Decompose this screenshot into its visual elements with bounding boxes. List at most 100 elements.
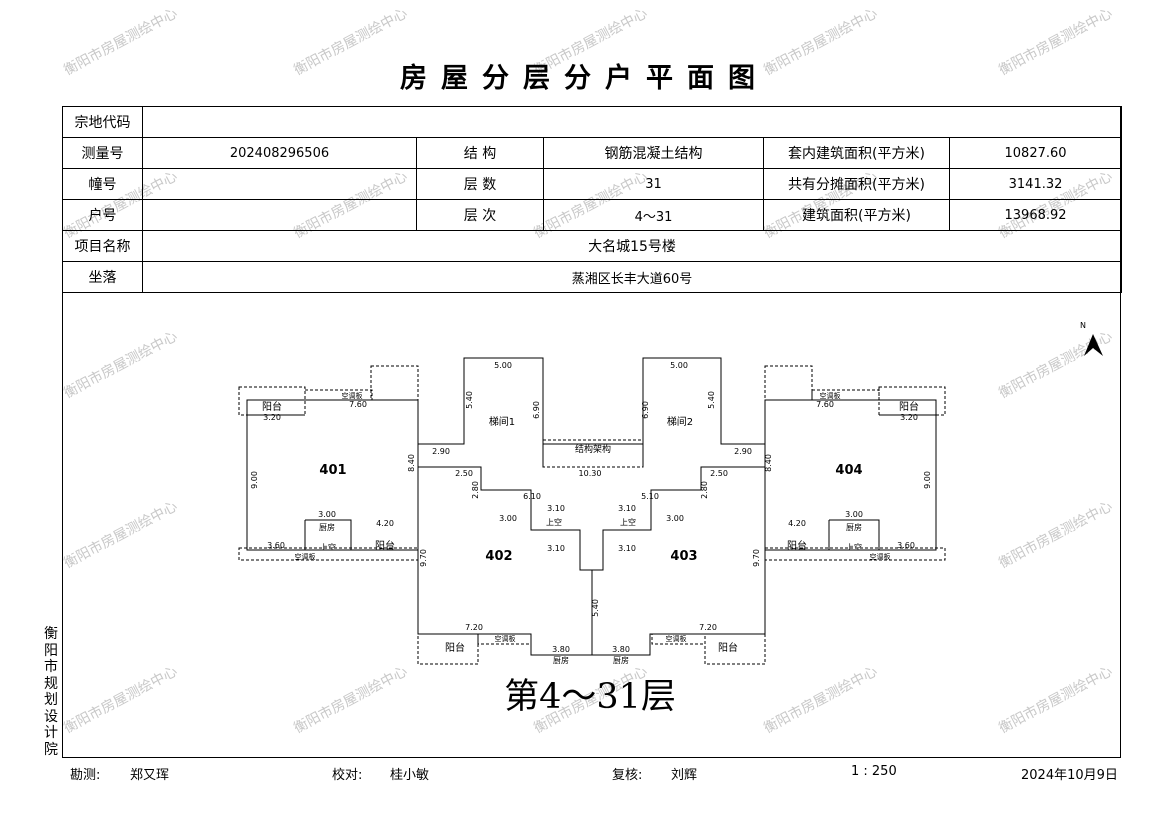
dimension-label: 3.10 [618,504,636,513]
kitchen-label: 厨房 [613,655,629,665]
side-institution-label: 衡阳市规划设计院 [44,626,58,758]
floor-plan: N 401 402 403 404 梯间1 梯间2 阳台 阳台 阳台 阳台 阳台… [238,321,1103,665]
up-label: 上空 [320,542,336,552]
dimension-label: 2.80 [700,481,709,499]
dimension-label: 3.20 [900,413,918,422]
stair-1-label: 梯间1 [489,415,515,428]
dimension-label: 5.40 [707,391,716,409]
total-area-value: 13968.92 [948,199,1123,231]
table-row: 户号 层 次 4～31 建筑面积(平方米) 13968.92 [62,199,1123,231]
dimension-label: 4.20 [788,519,806,528]
table-row: 宗地代码 [62,106,1123,138]
unit-value [142,199,417,231]
footer-survey-label: 勘测: [70,768,101,783]
unit-401-label: 401 [319,463,346,478]
floors-value: 31 [543,168,764,200]
dimension-label: 5.00 [494,361,512,370]
ac-label: 空调板 [820,391,841,400]
floor-level-label: 第4～31层 [504,677,676,717]
ac-outline [238,547,419,561]
structure-label: 结 构 [416,137,544,169]
balcony-outline [238,386,306,416]
dimension-label: 7.20 [465,623,483,632]
shared-area-value: 3141.32 [948,168,1123,200]
dimension-label: 5.10 [641,492,659,501]
balcony-label: 阳台 [375,539,395,552]
balcony-label: 阳台 [445,641,465,654]
balcony-label: 阳台 [262,400,282,413]
ac-label: 空调板 [870,552,891,561]
ac-outline [764,547,946,561]
table-row: 幢号 层 数 31 共有分摊面积(平方米) 3141.32 [62,168,1123,200]
ac-outline [370,365,419,401]
floor-order-value: 4～31 [543,199,764,231]
footer-survey-person: 郑又珲 [130,768,170,783]
dimension-label: 2.90 [734,447,752,456]
dimension-label: 5.40 [591,599,600,617]
dimension-label: 8.40 [407,454,416,472]
core-outline [542,439,644,468]
core-label: 结构架构 [575,443,611,455]
up-label: 上空 [620,517,636,527]
dimension-label: 3.80 [552,645,570,654]
dimension-label: 3.00 [499,514,517,523]
dimension-label: 3.00 [666,514,684,523]
dimension-label: 9.70 [752,549,761,567]
unit-404-label: 404 [835,463,862,478]
balcony-outline [417,633,479,665]
kitchen-label: 厨房 [553,655,569,665]
ac-outline [651,633,706,645]
info-table: 宗地代码 测量号 202408296506 结 构 钢筋混凝土结构 套内建筑面积… [62,106,1123,293]
dimension-label: 2.50 [710,469,728,478]
up-label: 上空 [546,517,562,527]
dimension-label: 3.00 [845,510,863,519]
footer-date: 2024年10月9日 [1021,768,1118,783]
floors-label: 层 数 [416,168,544,200]
kitchen-label: 厨房 [846,522,862,532]
balcony-outline [878,386,946,416]
footer-check-label: 校对: [332,768,363,783]
ac-label: 空调板 [295,552,316,561]
footer-scale: 1 : 250 [851,764,897,779]
balcony-label: 阳台 [899,400,919,413]
dimension-label: 5.00 [670,361,688,370]
dimension-label: 3.20 [263,413,281,422]
dimension-label: 3.10 [547,544,565,553]
up-label: 上空 [846,542,862,552]
dimension-label: 6.10 [523,492,541,501]
stair-2-label: 梯间2 [667,415,693,428]
zongdi-label: 宗地代码 [62,106,143,138]
balcony-outline [704,633,766,665]
north-label: N [1080,321,1086,330]
north-arrow-icon [1084,334,1103,356]
ac-label: 空调板 [666,634,687,643]
dimension-label: 8.40 [764,454,773,472]
footer-check-person: 桂小敏 [390,768,430,783]
footer-review-label: 复核: [612,768,643,783]
unit-403-label: 403 [670,549,697,564]
table-row: 测量号 202408296506 结 构 钢筋混凝土结构 套内建筑面积(平方米)… [62,137,1123,169]
project-label: 项目名称 [62,230,143,262]
shared-area-label: 共有分摊面积(平方米) [763,168,950,200]
dimension-label: 3.10 [618,544,636,553]
dimension-label: 3.60 [897,541,915,550]
survey-label: 测量号 [62,137,143,169]
inner-area-value: 10827.60 [948,137,1123,169]
total-area-label: 建筑面积(平方米) [763,199,950,231]
dimension-label: 7.20 [699,623,717,632]
building-value [142,168,417,200]
kitchen-label: 厨房 [319,522,335,532]
ac-outline [477,633,532,645]
dimension-label: 2.50 [455,469,473,478]
zongdi-value [141,106,1123,138]
structure-value: 钢筋混凝土结构 [543,137,764,169]
page-title: 房屋分层分户平面图 [400,63,769,94]
dimension-label: 2.80 [471,481,480,499]
survey-value: 202408296506 [142,137,417,169]
unit-label: 户号 [62,199,143,231]
table-row: 项目名称 大名城15号楼 [62,230,1123,262]
location-label: 坐落 [62,261,143,293]
location-value: 蒸湘区长丰大道60号 [141,261,1123,293]
dimension-label: 2.90 [432,447,450,456]
ac-outline [811,389,880,401]
